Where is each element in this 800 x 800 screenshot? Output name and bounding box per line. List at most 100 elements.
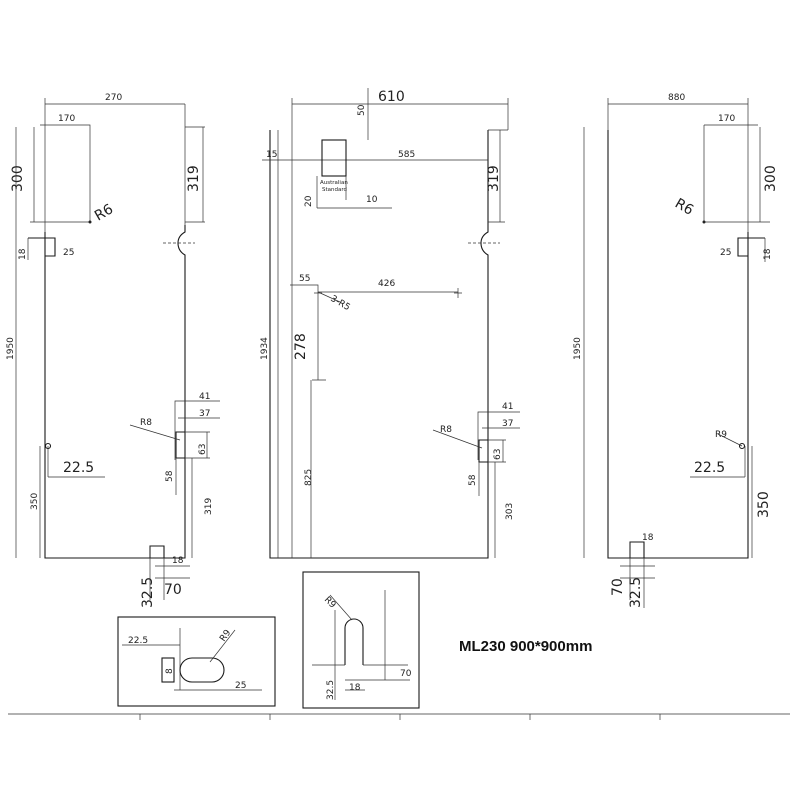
right-dim-170-label: 170: [718, 114, 735, 124]
left-dim-37-label: 37: [199, 409, 210, 419]
right-dim-350-label: 350: [756, 491, 772, 518]
left-dim-300: [30, 127, 90, 223]
left-dim-63: [185, 431, 210, 459]
middle-dim-55-label: 55: [299, 274, 310, 284]
middle-dim-41-label: 41: [502, 402, 513, 412]
middle-dim-41: [477, 411, 520, 460]
right-r9-label: R9: [715, 430, 727, 440]
bottom-rule-ticks: [139, 714, 661, 720]
middle-r8-label: R8: [440, 425, 452, 435]
middle-dim-15-label: 15: [266, 150, 277, 160]
left-dim-319-label: 319: [186, 165, 202, 192]
right-dim-18-label: 18: [763, 248, 773, 260]
left-dim-270: [44, 98, 185, 127]
left-bottom-slot: [149, 545, 165, 558]
detail-left: 22.5 8 R9 25: [117, 616, 276, 707]
detail-right-r9-leader: [329, 594, 353, 621]
right-dim-32-5-label: 32.5: [628, 577, 644, 608]
left-panel: 270 170 300 R6 319 18 25 1950 41 37 R8 6…: [6, 93, 220, 608]
right-dim-1950-label: 1950: [573, 337, 583, 360]
right-dim-880-label: 880: [668, 93, 685, 103]
right-r6-point: [702, 220, 706, 224]
left-dim-41-label: 41: [199, 392, 210, 402]
left-dim-22-5-label: 22.5: [63, 460, 94, 476]
middle-r8-leader: [432, 429, 483, 449]
right-dim-880: [607, 98, 749, 232]
detail-right: R9 70 32.5 18: [302, 571, 420, 709]
middle-dim-20: [316, 176, 392, 209]
detail-right-18-label: 18: [349, 683, 361, 693]
left-dim-58-label: 58: [165, 470, 175, 482]
left-r8-leader: [129, 424, 181, 441]
detail-left-slot: [179, 657, 225, 683]
right-dim-300-label: 300: [763, 165, 779, 192]
right-bottom-dims: [620, 542, 655, 608]
detail-right-r9-label: R9: [322, 595, 338, 611]
middle-dim-278: [312, 292, 326, 381]
middle-dim-319-label: 319: [486, 165, 502, 192]
left-dim-319: [185, 126, 205, 223]
detail-left-22-5-label: 22.5: [128, 636, 148, 646]
left-dim-170: [40, 124, 91, 222]
detail-left-25-label: 25: [235, 681, 246, 691]
detail-right-32-5-label: 32.5: [326, 680, 336, 700]
left-dim-319b-label: 319: [204, 498, 214, 515]
left-dim-22-5: [47, 446, 105, 478]
right-panel: 880 170 300 R6 25 18 1950 R9 22.5 350 18…: [573, 93, 779, 608]
right-r6-label: R6: [672, 196, 696, 219]
left-dim-350-label: 350: [30, 493, 40, 510]
left-handle-cutout: [175, 431, 185, 459]
right-slot-top: [737, 237, 765, 257]
label-line2: Standard: [322, 187, 347, 193]
middle-dim-63-label: 63: [493, 449, 503, 460]
detail-right-frame: [302, 571, 420, 709]
right-r9-leader: [717, 433, 743, 447]
detail-left-r9-label: R9: [218, 628, 233, 644]
middle-dim-50-label: 50: [357, 104, 367, 116]
detail-left-8-box: [161, 657, 175, 683]
middle-dim-426: [290, 284, 458, 293]
left-pivot-hole: [44, 442, 52, 450]
middle-dim-825-label: 825: [304, 469, 314, 486]
left-dim-70-label: 70: [164, 582, 182, 598]
australian-standard-label-box: [321, 139, 347, 177]
left-dim-63-label: 63: [198, 444, 208, 455]
right-dim-300: [704, 127, 770, 223]
right-bottom-slot: [629, 541, 645, 558]
left-dim-270-label: 270: [105, 93, 122, 103]
middle-r5-label: 3-R5: [329, 294, 352, 313]
middle-panel: 610 50 15 585 319 Australian Standard 20…: [260, 88, 520, 559]
left-slot-top: [28, 237, 56, 257]
left-dim-32-5-label: 32.5: [140, 577, 156, 608]
detail-right-lines: [312, 590, 410, 700]
middle-r5-leader: [317, 291, 341, 303]
right-dim-18b-label: 18: [642, 533, 654, 543]
detail-left-frame: [117, 616, 276, 707]
left-panel-outline: [44, 225, 186, 559]
middle-dim-58-label: 58: [468, 474, 478, 486]
left-dim-1950-label: 1950: [6, 337, 16, 360]
middle-dim-20-label: 20: [304, 195, 314, 207]
right-dim-25-label: 25: [720, 248, 731, 258]
left-top-edge: [44, 104, 186, 232]
label-line1: Australian: [320, 180, 348, 186]
middle-dim-63: [488, 439, 506, 463]
detail-right-70-label: 70: [400, 669, 412, 679]
detail-left-dim-22-5: [122, 628, 181, 690]
middle-dim-426-label: 426: [378, 279, 395, 289]
left-bottom-dims: [149, 546, 190, 600]
drawing-title: ML230 900*900mm: [459, 638, 592, 655]
middle-dim-319: [488, 130, 505, 223]
left-dim-41: [174, 400, 220, 460]
left-r8-label: R8: [140, 418, 152, 428]
middle-dim-303-label: 303: [505, 503, 515, 520]
right-dim-70-label: 70: [610, 578, 626, 596]
middle-dim-610: [291, 98, 509, 131]
left-r6-label: R6: [92, 201, 116, 224]
left-dim-170-label: 170: [58, 114, 75, 124]
right-pivot-hole: [738, 442, 746, 450]
right-dim-22-5-label: 22.5: [694, 460, 725, 476]
left-dim-300-label: 300: [10, 165, 26, 192]
middle-dim-10-label: 10: [366, 195, 378, 205]
